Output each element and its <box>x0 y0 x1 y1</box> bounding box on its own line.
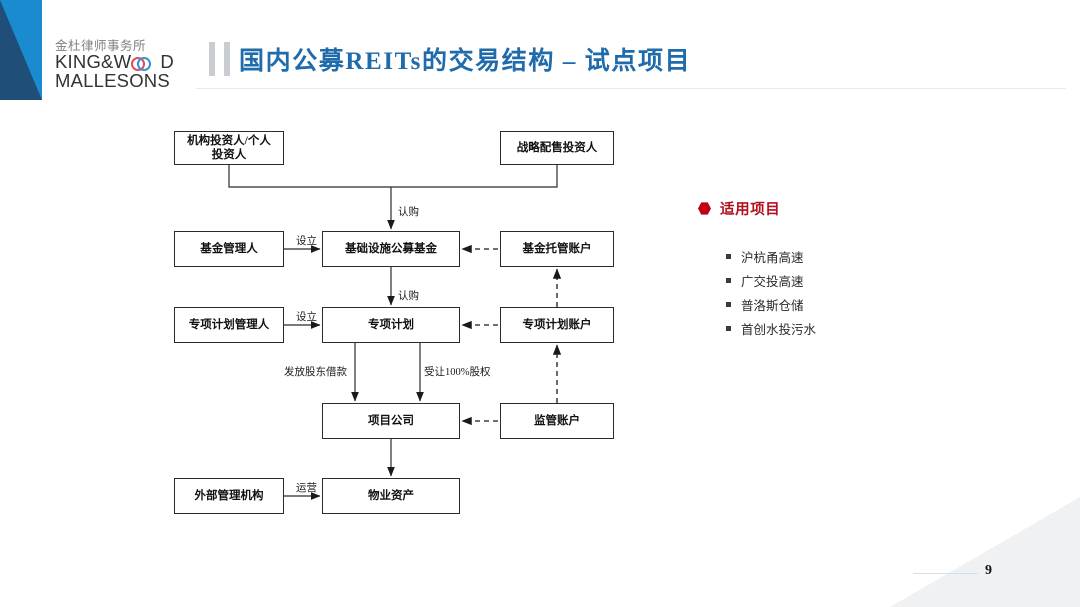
node-abs-plan-account[interactable]: 专项计划账户 <box>500 307 614 343</box>
kwm-chinese-name: 金杜律师事务所 <box>55 38 147 53</box>
edge-label-subscribe-fund: 认购 <box>398 207 419 218</box>
kwm-wordmark: 金杜律师事务所 KING&WOOD MALLESONS <box>55 38 175 92</box>
edge-label-equity-transfer: 受让100%股权 <box>424 367 491 378</box>
node-label: 机构投资人/个人投资人 <box>187 134 271 161</box>
node-property-assets[interactable]: 物业资产 <box>322 478 460 514</box>
node-project-company[interactable]: 项目公司 <box>322 403 460 439</box>
square-bullet-icon <box>726 254 731 259</box>
kwm-en-line1: KING&WOOD <box>55 51 174 73</box>
page-title-group: 国内公募REITs的交易结构 – 试点项目 <box>209 41 691 77</box>
list-item-label: 首创水投污水 <box>741 323 817 337</box>
list-item-label: 广交投高速 <box>741 275 804 289</box>
node-external-manager[interactable]: 外部管理机构 <box>174 478 284 514</box>
node-public-reit-fund[interactable]: 基础设施公募基金 <box>322 231 460 267</box>
node-fund-manager[interactable]: 基金管理人 <box>174 231 284 267</box>
node-supervision-account[interactable]: 监管账户 <box>500 403 614 439</box>
edge-label-shareholder-loan: 发放股东借款 <box>284 367 347 378</box>
edge-label-establish-fund: 设立 <box>296 236 317 247</box>
applicable-projects-panel: 适用项目 沪杭甬高速 广交投高速 普洛斯仓储 首创水投污水 <box>698 198 948 343</box>
kwm-en-line2: MALLESONS <box>55 70 170 92</box>
edge-label-establish-plan: 设立 <box>296 312 317 323</box>
square-bullet-icon <box>726 326 731 331</box>
title-accent-bar-1 <box>209 42 215 76</box>
edge-label-operation: 运营 <box>296 483 317 494</box>
panel-header: 适用项目 <box>698 198 948 219</box>
list-item[interactable]: 普洛斯仓储 <box>726 295 948 314</box>
red-hexagon-bullet-icon <box>698 202 711 215</box>
title-divider <box>196 88 1066 89</box>
panel-title: 适用项目 <box>720 202 781 218</box>
square-bullet-icon <box>726 302 731 307</box>
node-abs-plan[interactable]: 专项计划 <box>322 307 460 343</box>
node-abs-plan-manager[interactable]: 专项计划管理人 <box>174 307 284 343</box>
kwm-oo-dots-icon: OO <box>131 53 160 72</box>
title-accent-bar-2 <box>224 42 230 76</box>
list-item[interactable]: 沪杭甬高速 <box>726 247 948 266</box>
square-bullet-icon <box>726 278 731 283</box>
applicable-projects-list: 沪杭甬高速 广交投高速 普洛斯仓储 首创水投污水 <box>726 247 948 338</box>
list-item-label: 沪杭甬高速 <box>741 251 804 265</box>
node-fund-custody-account[interactable]: 基金托管账户 <box>500 231 614 267</box>
page-title: 国内公募REITs的交易结构 – 试点项目 <box>239 48 692 75</box>
footer-divider <box>913 573 978 574</box>
edge-label-subscribe-plan: 认购 <box>398 291 419 302</box>
node-institutional-investors[interactable]: 机构投资人/个人投资人 <box>174 131 284 165</box>
page-number: 9 <box>985 563 992 578</box>
list-item[interactable]: 广交投高速 <box>726 271 948 290</box>
list-item-label: 普洛斯仓储 <box>741 299 804 313</box>
node-strategic-investors[interactable]: 战略配售投资人 <box>500 131 614 165</box>
list-item[interactable]: 首创水投污水 <box>726 319 948 338</box>
kwm-triangle-logo-icon <box>0 0 42 100</box>
